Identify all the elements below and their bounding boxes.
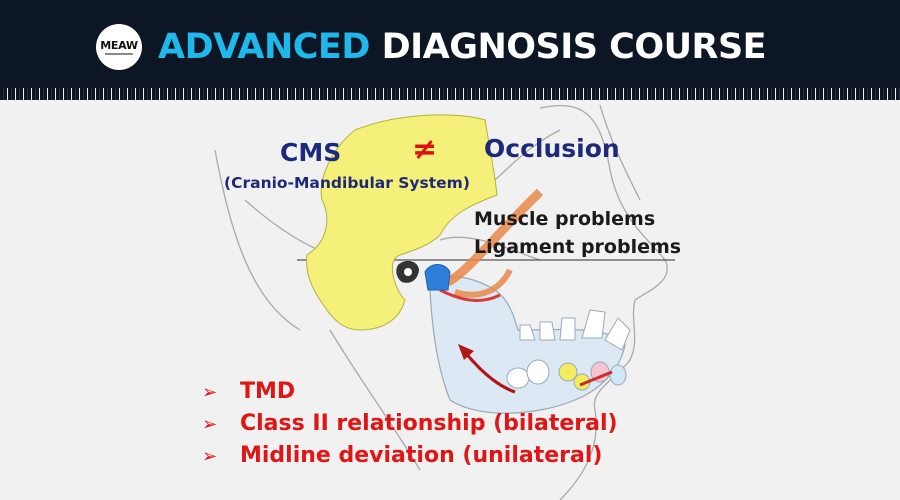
list-item-text: Midline deviation (unilateral) (240, 443, 603, 468)
list-item: ➢ TMD (202, 376, 618, 408)
list-item-text: Class II relationship (bilateral) (240, 411, 618, 436)
ligament-band (454, 268, 513, 298)
muscle-band (445, 188, 544, 286)
occlusal-marker (579, 370, 613, 387)
condyle (424, 264, 451, 291)
movement-arrow (463, 350, 516, 394)
occlusion-label: Occlusion (484, 134, 620, 163)
lower-teeth (506, 359, 627, 391)
course-title: ADVANCED DIAGNOSIS COURSE (158, 22, 767, 72)
title-accent: ADVANCED (158, 27, 370, 67)
banner-edge (0, 88, 900, 100)
logo-text: MEAW (100, 38, 138, 52)
logo-underline (105, 52, 133, 55)
bullet-arrow-icon: ➢ (202, 414, 218, 435)
upper-teeth (519, 309, 631, 351)
cms-label: CMS (280, 138, 342, 167)
bullet-arrow-icon: ➢ (202, 382, 218, 403)
findings-list: ➢TMD ➢Class II relationship (bilateral) … (202, 376, 618, 472)
list-item-text: TMD (240, 379, 296, 404)
meaw-logo: MEAW (96, 24, 142, 70)
list-item: ➢ Class II relationship (bilateral) (202, 408, 618, 440)
title-rest: DIAGNOSIS COURSE (381, 27, 767, 67)
bullet-arrow-icon: ➢ (202, 446, 218, 467)
not-equal-symbol: ≠ (412, 132, 438, 167)
header-banner (0, 0, 900, 88)
cms-full-name: (Cranio-Mandibular System) (224, 174, 470, 192)
ligament-problems-label: Ligament problems (474, 236, 682, 258)
cranium-highlight (306, 114, 498, 331)
muscle-problems-label: Muscle problems (474, 208, 656, 230)
list-item: ➢ Midline deviation (unilateral) (202, 440, 618, 472)
